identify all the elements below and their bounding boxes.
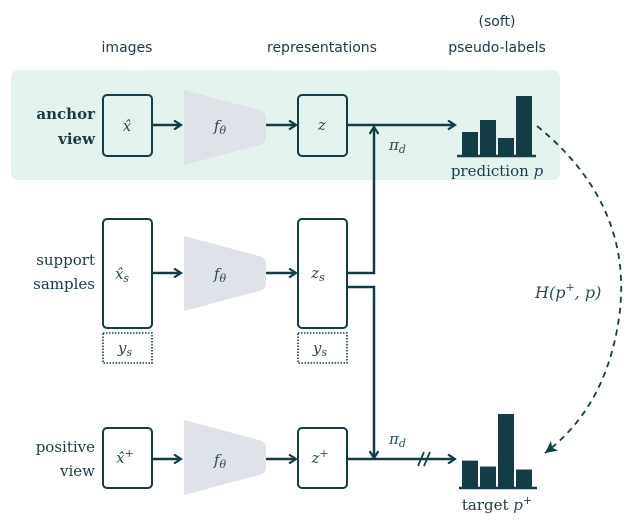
anchor-label-line2: view (57, 130, 96, 148)
anchor-rep-symbol: z (317, 116, 326, 134)
prediction-label: prediction p (451, 162, 544, 180)
positive-label-line1: positive (36, 438, 95, 456)
support-rep-symbol: zs (310, 264, 325, 284)
prediction-bar-2 (480, 120, 496, 156)
target-histogram (462, 414, 532, 488)
support-label-line2: samples (33, 275, 95, 293)
support-input-labels: ys (117, 339, 132, 359)
support-arrow-to-anchor-path (347, 127, 374, 275)
anchor-encoder-label: fθ (213, 117, 227, 137)
header-representations: representations (267, 40, 377, 56)
positive-label-line2: view (59, 462, 95, 480)
header-images: images (102, 40, 153, 56)
stop-gradient-mark-2 (423, 451, 431, 467)
support-label-line1: support (36, 251, 95, 269)
prediction-bar-4 (516, 96, 532, 156)
positive-encoder-label: fθ (213, 451, 227, 471)
positive-input-symbol: x̂+ (116, 447, 134, 467)
anchor-encoder (184, 90, 266, 165)
positive-pi-label: πd (388, 430, 406, 450)
support-rep-labels: ys (312, 339, 327, 359)
anchor-label-line1: anchor (36, 105, 96, 123)
header-pseudo-labels: pseudo-labels (448, 40, 546, 56)
target-bar-1 (462, 460, 478, 488)
prediction-bar-1 (462, 132, 478, 156)
header-soft: (soft) (479, 14, 516, 30)
anchor-input-symbol: x̂ (123, 117, 132, 135)
anchor-pi-label: πd (388, 136, 406, 156)
support-input-symbol: x̂s (115, 265, 129, 285)
positive-rep-symbol: z+ (310, 447, 328, 467)
loss-dashed-arrow (536, 125, 623, 454)
loss-label: H(p+, p) (534, 281, 601, 302)
support-encoder (184, 236, 266, 311)
support-input-labels-box (102, 332, 153, 364)
prediction-histogram (462, 96, 532, 156)
support-arrow-to-positive-path (347, 285, 374, 458)
positive-encoder (184, 420, 266, 495)
target-bar-4 (516, 469, 532, 488)
stop-gradient-mark-1 (417, 451, 425, 467)
prediction-bar-3 (498, 138, 514, 156)
target-label: target p+ (462, 494, 532, 514)
target-bar-2 (480, 466, 496, 488)
support-encoder-label: fθ (213, 265, 227, 285)
support-rep-labels-box (297, 332, 348, 364)
target-bar-3 (498, 414, 514, 488)
